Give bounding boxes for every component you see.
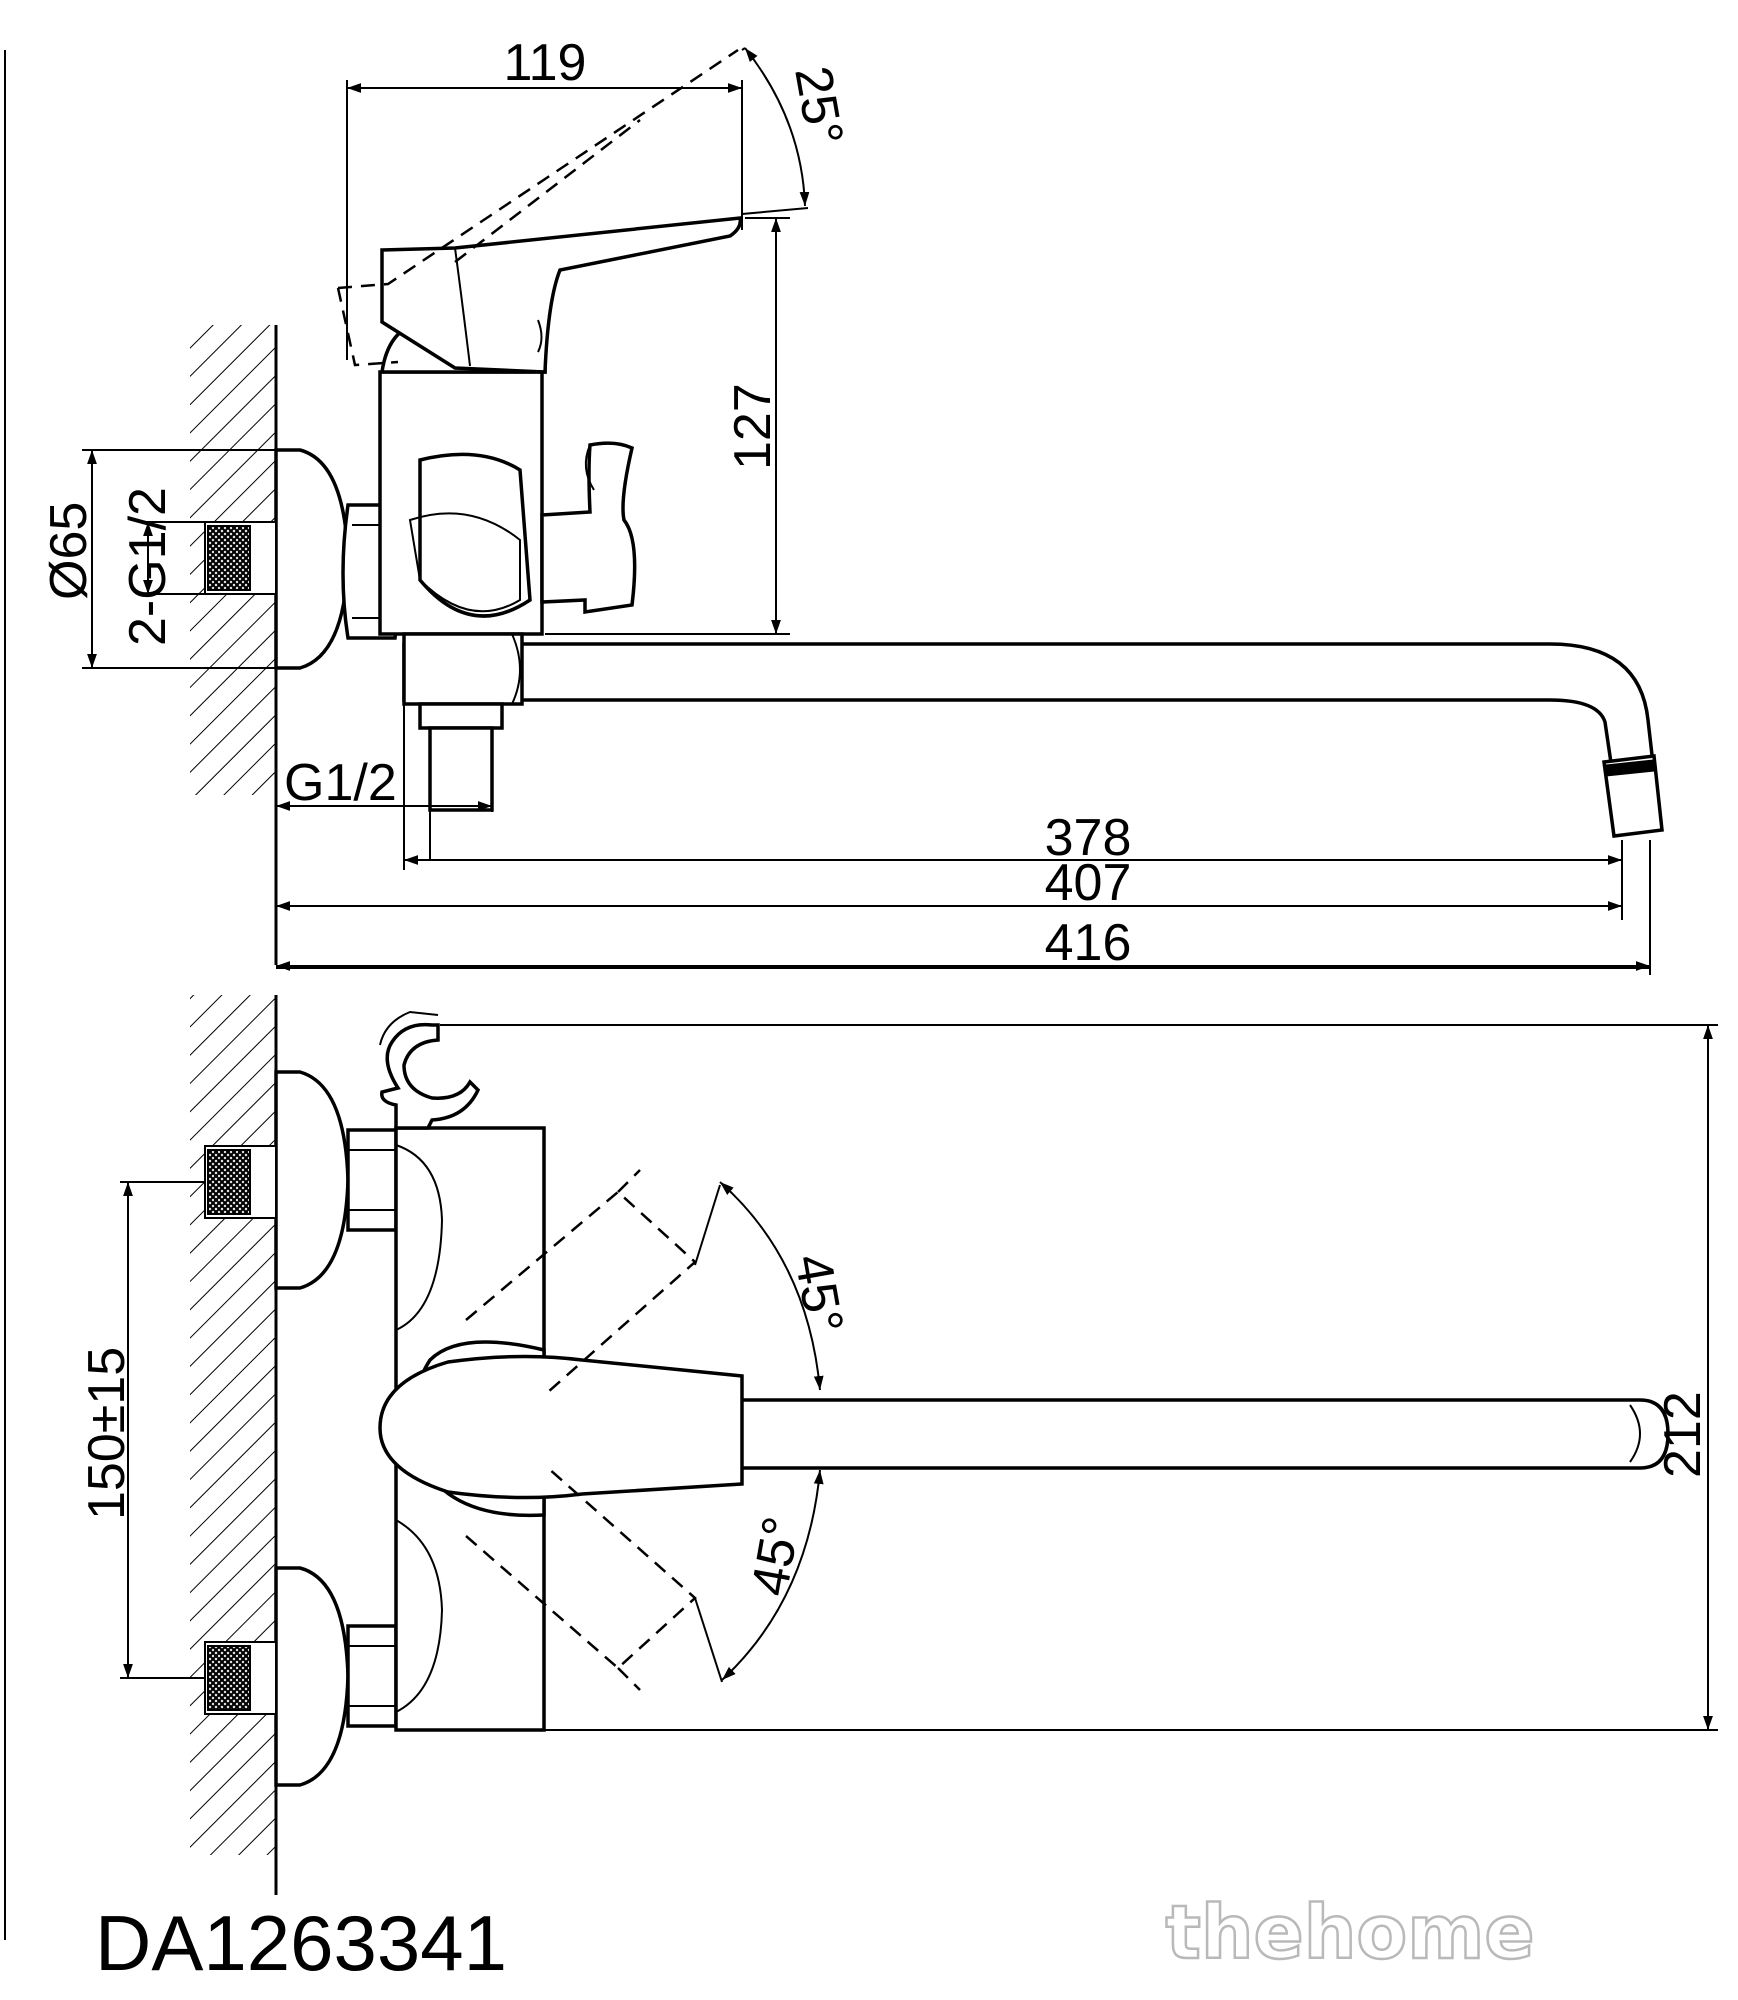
front-view: 45° 45° 150±15 212 bbox=[78, 995, 1718, 1895]
outlet-nut bbox=[418, 702, 504, 730]
dim-upper-angle bbox=[719, 1181, 824, 1391]
lever-lower-alt bbox=[617, 1667, 641, 1691]
knob-edge bbox=[584, 444, 595, 491]
inlet-thread bbox=[207, 525, 251, 591]
outlet-nipple bbox=[428, 726, 494, 812]
dim-lever-angle bbox=[744, 47, 810, 207]
shower-holder-hook bbox=[380, 1022, 481, 1130]
body-contour bbox=[395, 1519, 444, 1713]
lever-mark bbox=[537, 319, 543, 353]
dim-spout-length-label: 378 bbox=[1045, 809, 1132, 867]
flange-upper bbox=[274, 1070, 350, 1290]
lever-alt-position bbox=[336, 287, 399, 367]
dim-overall-label: 416 bbox=[1045, 914, 1132, 972]
dim-lever-depth-label: 119 bbox=[504, 34, 587, 92]
dim-flange-label: Ø65 bbox=[40, 502, 98, 600]
nut-lower bbox=[346, 1624, 398, 1728]
diverter-knob bbox=[540, 441, 637, 615]
brand-watermark: thehome bbox=[1165, 1890, 1534, 1976]
lever-lower-alt bbox=[465, 1467, 697, 1670]
lever-alt-position bbox=[337, 48, 739, 290]
dim-inlet-label: 2-G1/2 bbox=[119, 487, 177, 646]
lever-front bbox=[378, 1354, 744, 1500]
inlet-thread-upper bbox=[207, 1149, 251, 1215]
dim-body-height-label: 127 bbox=[724, 383, 782, 470]
lever-alt-position bbox=[454, 119, 641, 263]
ext-line bbox=[741, 47, 746, 51]
hook-edge bbox=[379, 1010, 439, 1046]
spout-front bbox=[738, 1398, 1670, 1470]
lever-upper-alt bbox=[617, 1169, 641, 1193]
model-code: DA1263341 bbox=[95, 1899, 507, 1987]
lever-handle bbox=[380, 216, 743, 374]
diverter-cover bbox=[408, 512, 521, 613]
lever-upper-alt bbox=[465, 1190, 697, 1393]
dim-upper-angle-label: 45° bbox=[783, 1250, 854, 1338]
dim-overall-height-label: 212 bbox=[1654, 1391, 1712, 1478]
spout-collar bbox=[402, 632, 524, 706]
dim-outlet-label: G1/2 bbox=[284, 754, 397, 812]
side-view: 119 25° 127 Ø65 2-G1/2 G1/2 378 bbox=[40, 34, 1664, 975]
nut-upper bbox=[346, 1128, 398, 1232]
dim-reach-label: 407 bbox=[1045, 854, 1132, 912]
aerator-band bbox=[1603, 759, 1657, 777]
collar-edge bbox=[511, 633, 521, 705]
wall-flange bbox=[274, 448, 350, 670]
diverter-housing bbox=[418, 452, 532, 618]
ext-line bbox=[694, 1597, 723, 1683]
dim-center-distance-label: 150±15 bbox=[78, 1347, 136, 1520]
aerator bbox=[1602, 754, 1664, 838]
inlet-thread-lower bbox=[207, 1645, 251, 1711]
lever-edge bbox=[454, 247, 471, 367]
spout-pipe bbox=[402, 642, 1658, 792]
ext-line bbox=[741, 207, 809, 215]
dim-lower-angle-label: 45° bbox=[741, 1513, 812, 1601]
spout-end bbox=[1629, 1404, 1641, 1463]
dim-lever-angle-label: 25° bbox=[783, 62, 854, 150]
dim-lower-angle bbox=[721, 1469, 824, 1681]
ext-line bbox=[694, 1184, 721, 1266]
body-contour bbox=[395, 1144, 444, 1331]
wall-hatch bbox=[190, 995, 276, 1855]
flange-lower bbox=[274, 1566, 350, 1787]
